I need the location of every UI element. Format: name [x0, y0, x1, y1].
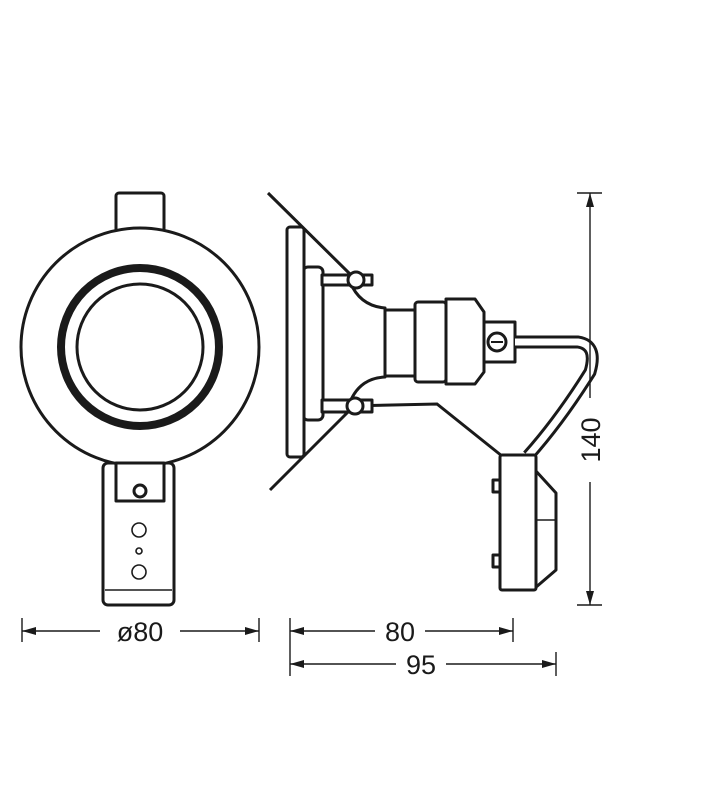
inner-flange — [301, 265, 325, 422]
hinge-bottom — [345, 396, 365, 416]
lens-ring-highlight — [68, 275, 212, 419]
wire — [344, 402, 503, 458]
hinge-top — [346, 270, 366, 290]
dimension-depth: 80 — [289, 617, 514, 676]
dimension-diameter: ø80 — [21, 617, 260, 647]
dimension-total-depth: 95 — [290, 650, 557, 680]
junction-box — [498, 453, 538, 592]
box-cover — [533, 468, 558, 590]
depth-label: 80 — [385, 617, 415, 647]
hole-icon — [131, 564, 147, 580]
lens-ring — [57, 264, 223, 430]
socket-cap — [444, 297, 486, 386]
side-view — [266, 191, 599, 592]
spring-clip-top — [266, 191, 354, 278]
dimension-height: 140 — [576, 192, 606, 606]
socket — [413, 300, 448, 384]
front-view — [19, 191, 261, 607]
height-label: 140 — [576, 417, 606, 462]
hole-icon — [135, 547, 143, 555]
hole-icon — [131, 522, 147, 538]
front-plate — [285, 225, 306, 459]
diameter-label: ø80 — [117, 617, 164, 647]
lens — [75, 282, 205, 412]
lamp-body — [320, 273, 387, 414]
spring-clip-bottom — [268, 408, 352, 492]
total-depth-label: 95 — [406, 650, 436, 680]
neck — [383, 308, 418, 378]
clip-screw — [132, 483, 148, 499]
